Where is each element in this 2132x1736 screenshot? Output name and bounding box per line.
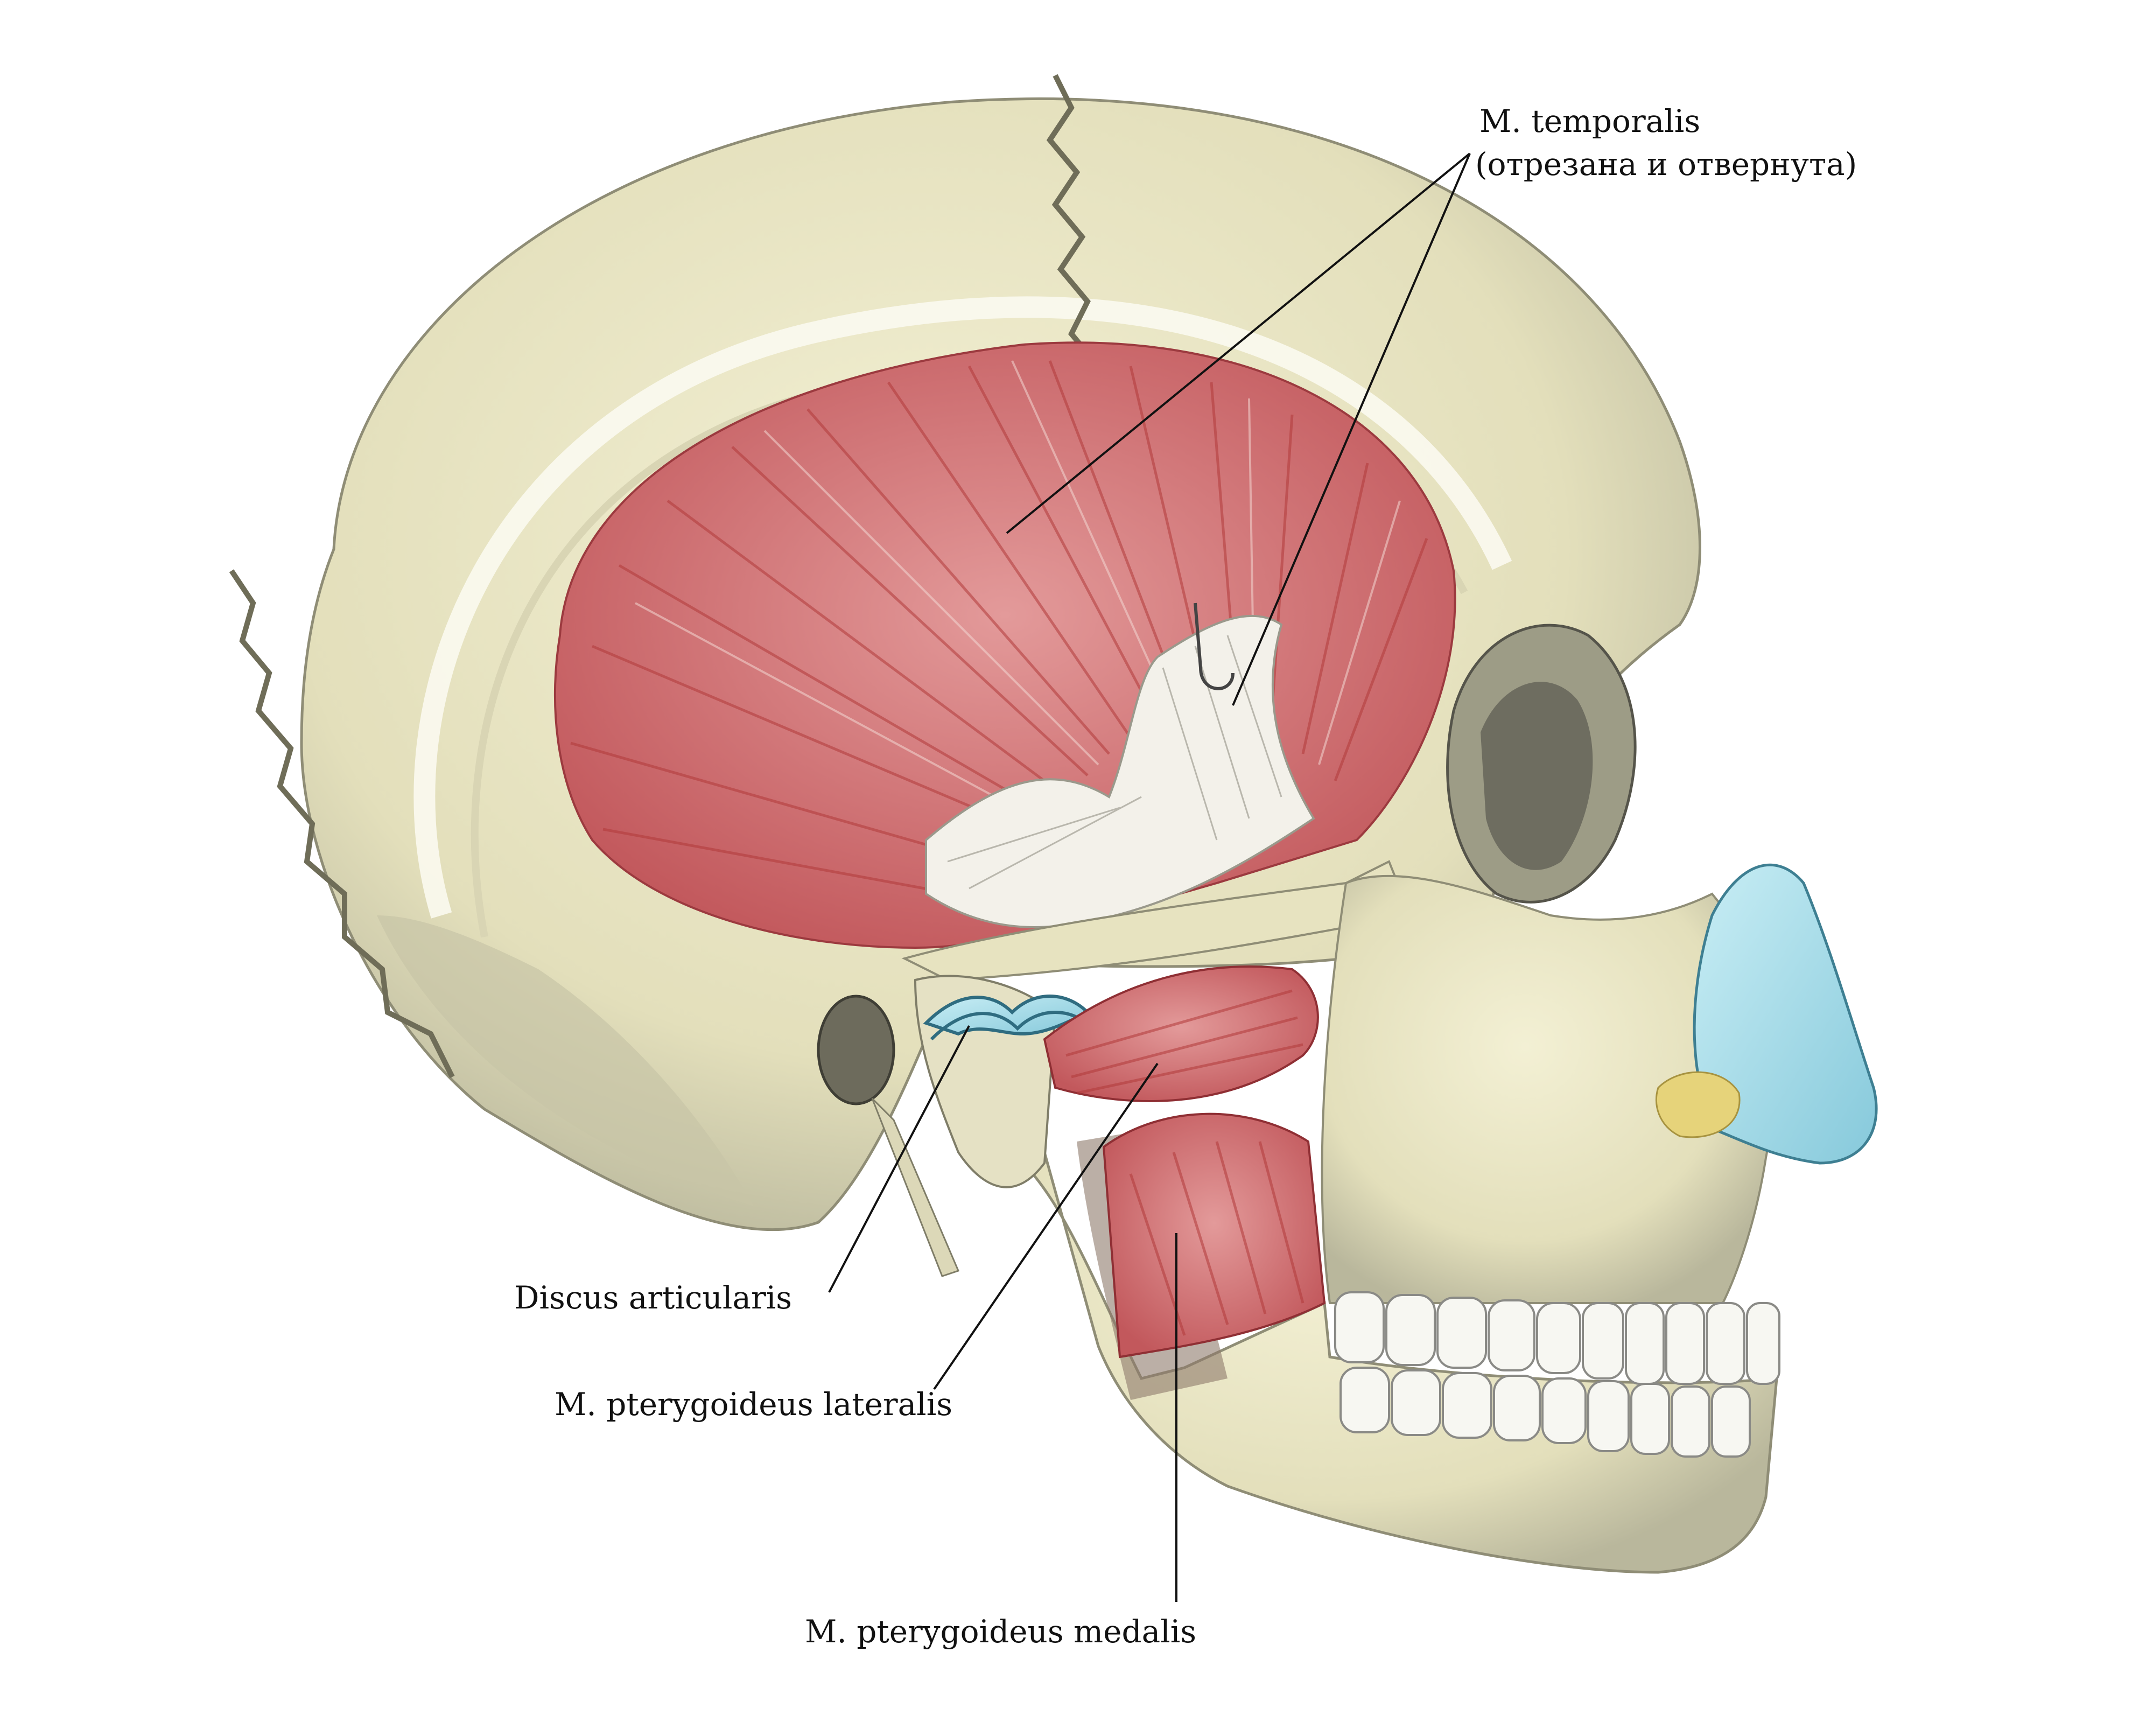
articular-disc-line bbox=[930, 1011, 1095, 1041]
leader-temporalis-b bbox=[1232, 153, 1471, 706]
label-temporalis: M. temporalis bbox=[1479, 103, 1700, 139]
styloid-process bbox=[871, 1097, 960, 1277]
label-temporalis-note: (отрезана и отвернута) bbox=[1475, 146, 1857, 183]
upper-teeth bbox=[1334, 1291, 1780, 1385]
leader-pteryg-lateralis bbox=[933, 1062, 1159, 1390]
external-acoustic-meatus bbox=[817, 995, 895, 1105]
occipital-shadow bbox=[377, 915, 754, 1206]
retractor-hook-icon bbox=[1194, 603, 1235, 690]
lower-teeth bbox=[1339, 1367, 1751, 1458]
orbit-inner bbox=[1481, 682, 1593, 870]
lambdoid-suture bbox=[229, 569, 455, 1079]
tendon-striations bbox=[947, 635, 1282, 890]
temporal-line-outer bbox=[413, 296, 1512, 919]
label-pterygoideus-lateralis: M. pterygoideus lateralis bbox=[555, 1386, 952, 1423]
leader-temporalis-a bbox=[1006, 152, 1471, 534]
nasal-fat bbox=[1655, 1071, 1741, 1138]
pterygoid-fibers bbox=[1065, 989, 1305, 1336]
lateral-pterygoid bbox=[1043, 965, 1319, 1102]
leader-lines bbox=[828, 152, 1471, 1602]
leader-discus bbox=[828, 1025, 970, 1293]
mandible bbox=[956, 1073, 1778, 1574]
articular-disc bbox=[923, 995, 1091, 1036]
label-discus-articularis: Discus articularis bbox=[514, 1279, 792, 1316]
label-pterygoideus-medalis: M. pterygoideus medalis bbox=[805, 1613, 1196, 1650]
